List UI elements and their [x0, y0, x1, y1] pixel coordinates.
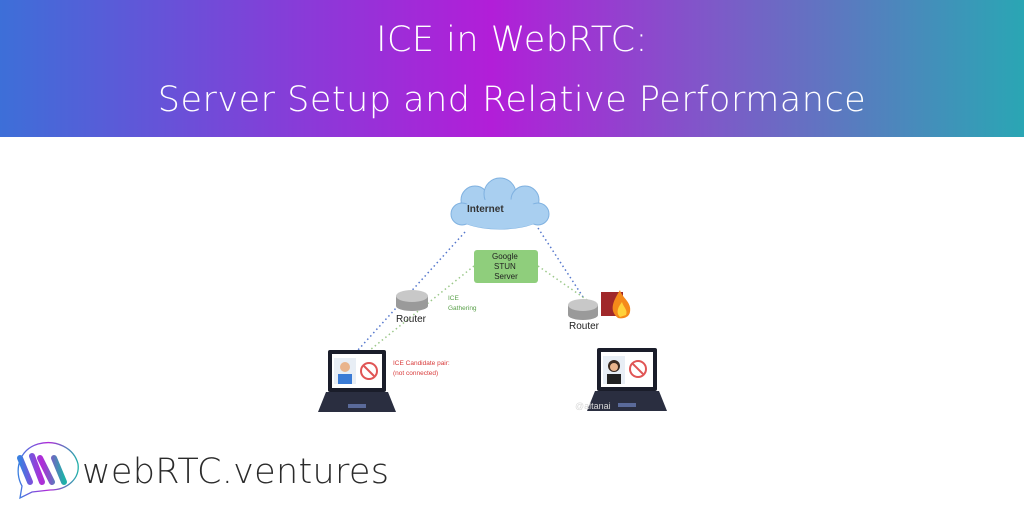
title-line-2: Server Setup and Relative Performance: [157, 80, 867, 120]
laptop-right-icon: [587, 348, 667, 411]
cloud-label: Internet: [467, 204, 504, 215]
laptop-left-icon: [318, 350, 396, 412]
stun-server-box: [474, 250, 538, 283]
cloud-icon: [450, 177, 550, 230]
w-mark-icon: [17, 453, 67, 485]
firewall-icon: [601, 290, 631, 319]
link-internet-right: [537, 227, 586, 301]
router-left-label: Router: [396, 314, 427, 325]
webrtc-ventures-logo: [17, 442, 79, 500]
candidate-pair-label: ICE Candidate pair: (not connected): [393, 360, 452, 377]
stun-label: Google STUN Server: [492, 252, 520, 281]
title-line-1: ICE in WebRTC:: [376, 20, 648, 60]
ice-gathering-label: ICE Gathering: [448, 295, 477, 312]
router-right-label: Router: [569, 321, 600, 332]
watermark: @altanai: [575, 401, 611, 411]
router-left-icon: [396, 290, 428, 311]
title-banner: ICE in WebRTC: Server Setup and Relative…: [0, 0, 1024, 137]
brand-name: webRTC.ventures: [82, 452, 390, 492]
link-stun-right: [537, 265, 591, 303]
router-right-icon: [568, 299, 598, 320]
